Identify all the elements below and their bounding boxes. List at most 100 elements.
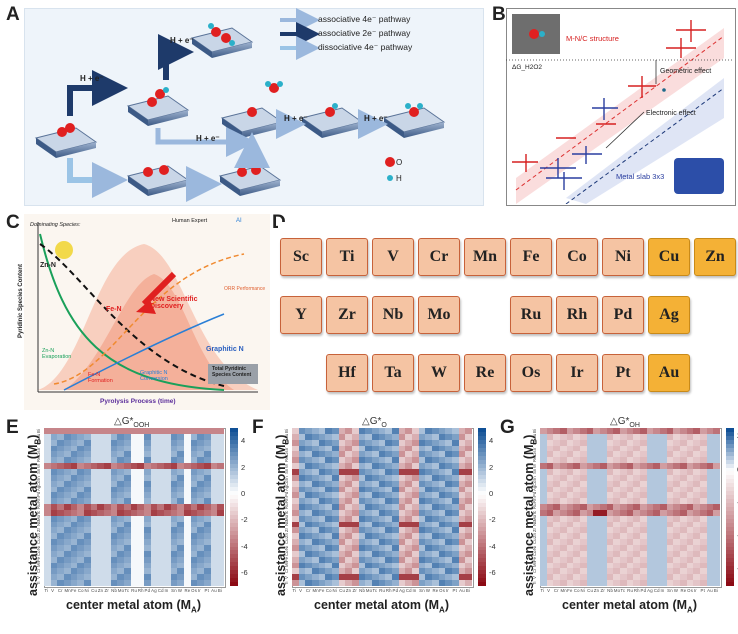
heatmap-cell <box>560 509 567 517</box>
heatmap-cell <box>686 428 694 435</box>
colorbar-segment <box>726 431 734 437</box>
heatmap-x-tick: Sn <box>171 588 177 593</box>
heatmap-x-tick: Mn <box>560 588 567 593</box>
heatmap-cell <box>458 550 466 558</box>
heatmap-cell <box>633 492 641 499</box>
heatmap-cell <box>130 539 138 546</box>
heatmap-cell <box>137 457 145 464</box>
heatmap-cell <box>560 492 567 499</box>
heatmap-cell <box>50 492 58 499</box>
heatmap-cell <box>358 498 366 505</box>
heatmap-cell <box>110 486 118 493</box>
heatmap-cell <box>90 474 98 481</box>
heatmap-cell <box>150 463 158 470</box>
heatmap-cell <box>392 556 399 563</box>
heatmap-cell <box>620 451 627 458</box>
colorbar-segment <box>726 530 734 536</box>
heatmap-cell <box>372 504 379 511</box>
heatmap-cell <box>124 457 131 464</box>
heatmap-cell <box>700 463 707 470</box>
heatmap-cell <box>693 457 701 464</box>
heatmap-cell <box>332 451 339 458</box>
heatmap-cell <box>706 480 714 487</box>
heatmap-cell <box>97 545 105 552</box>
heatmap-cell <box>190 509 198 517</box>
heatmap-cell <box>217 480 225 487</box>
heatmap-x-tick: In <box>164 588 169 593</box>
heatmap-cell <box>438 562 446 569</box>
heatmap-cell <box>298 463 306 470</box>
heatmap-cell <box>64 568 71 575</box>
heatmap-cell <box>117 457 125 464</box>
heatmap-cell <box>217 474 225 481</box>
heatmap-cell <box>70 433 78 440</box>
heatmap-cell <box>345 574 353 581</box>
heatmap-cell <box>365 492 373 499</box>
heatmap-cell <box>144 556 151 563</box>
colorbar-segment <box>726 451 734 457</box>
heatmap-cell <box>305 439 313 446</box>
heatmap-cell <box>392 480 399 487</box>
colorbar-tick: -6 <box>241 567 248 577</box>
heatmap-cell <box>305 463 313 470</box>
heatmap-cell <box>673 533 681 540</box>
heatmap-cell <box>458 486 466 493</box>
heatmap-cell <box>358 556 366 563</box>
heatmap-cell <box>292 539 299 546</box>
heatmap-cell <box>365 527 373 534</box>
colorbar-segment <box>478 495 486 500</box>
heatmap-cell <box>465 574 473 581</box>
heatmap-cell <box>465 428 473 435</box>
heatmap-x-tick: Ru <box>131 588 138 593</box>
heatmap-cell <box>412 568 419 575</box>
heatmap-cell <box>325 556 333 563</box>
heatmap-cell <box>217 439 225 446</box>
colorbar-segment <box>478 467 486 472</box>
heatmap-cell <box>666 509 674 517</box>
heatmap-cell <box>620 527 627 534</box>
heatmap-cell <box>673 580 681 587</box>
heatmap-x-tick: In <box>412 588 417 593</box>
heatmap-cell <box>418 515 426 522</box>
heatmap-cell <box>144 550 151 558</box>
heatmap-cell <box>458 539 466 546</box>
heatmap-cell <box>593 433 601 440</box>
heatmap-cell <box>553 568 561 575</box>
heatmap-x-tick: Au <box>211 588 217 593</box>
heatmap-cell <box>110 439 118 446</box>
heatmap-cell <box>606 515 614 522</box>
heatmap-cell <box>97 433 105 440</box>
heatmap-cell <box>600 451 607 458</box>
colorbar-segment <box>230 570 238 575</box>
heatmap-cell <box>104 545 111 552</box>
element-tile-pd: Pd <box>602 296 644 334</box>
heatmap-cell <box>144 463 151 470</box>
heatmap-cell <box>204 568 211 575</box>
heatmap-cell <box>217 433 225 440</box>
heatmap-cell <box>432 468 439 476</box>
heatmap-cell <box>332 550 339 558</box>
heatmap-cell <box>117 445 125 452</box>
heatmap-cell <box>706 486 714 493</box>
heatmap-x-tick: Ag <box>399 588 405 593</box>
heatmap-cell <box>432 451 439 458</box>
heatmap-cell <box>465 550 473 558</box>
heatmap-cell <box>97 451 105 458</box>
heatmap-cell <box>157 527 165 534</box>
heatmap-cell <box>573 457 581 464</box>
heatmap-cell <box>546 545 554 552</box>
heatmap-cell <box>666 480 674 487</box>
heatmap-cell <box>573 533 581 540</box>
heatmap-cell <box>184 445 191 452</box>
heatmap-cell <box>298 439 306 446</box>
heatmap-cell <box>633 562 641 569</box>
heatmap-cell <box>157 433 165 440</box>
heatmap-cell <box>392 550 399 558</box>
heatmap-cell <box>137 527 145 534</box>
heatmap-cell <box>560 521 567 528</box>
colorbar-segment <box>230 514 238 520</box>
heatmap-cell <box>706 433 714 440</box>
heatmap-cell <box>197 568 205 575</box>
colorbar-segment <box>478 499 486 504</box>
element-tile-os: Os <box>510 354 552 392</box>
